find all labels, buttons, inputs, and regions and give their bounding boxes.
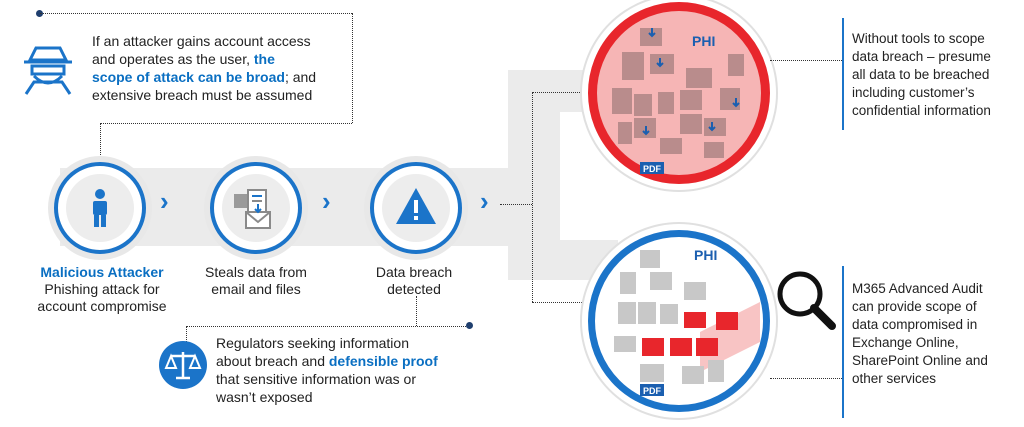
- scales-icon: [159, 341, 207, 389]
- step-detected-line1: Data breach: [375, 264, 453, 280]
- m365-line: Exchange Online,: [852, 335, 959, 350]
- regulators-line3: that sensitive information was or: [216, 371, 416, 387]
- without-tools-bar: [842, 18, 844, 130]
- regulators-line1: Regulators seeking information: [216, 335, 409, 351]
- regulators-vline: [416, 296, 417, 326]
- chevron-right-icon: ›: [322, 186, 331, 216]
- connector-vertical: [532, 92, 533, 302]
- flow-band-lower: [508, 240, 618, 280]
- top-note-bottom-line: [100, 123, 352, 124]
- step-attacker-title: Malicious Attacker: [40, 264, 164, 280]
- pdf-label-top: PDF: [643, 164, 662, 174]
- step-attacker-line2: account compromise: [37, 298, 167, 314]
- m365-line: data compromised in: [852, 317, 978, 332]
- top-note-vline: [352, 13, 353, 123]
- breach-all-contents: PHI PDF: [612, 28, 744, 174]
- step-detected-line2: detected: [387, 281, 441, 297]
- breach-scoped-contents: PHI PDF: [614, 247, 760, 396]
- chevron-right-icon: ›: [480, 186, 489, 216]
- m365-connector: [770, 378, 842, 379]
- step-steal-circle: [210, 162, 302, 254]
- m365-line: other services: [852, 371, 937, 386]
- phi-label-bottom: PHI: [694, 247, 717, 263]
- top-note-line2b: the: [253, 51, 275, 67]
- without-tools-line: all data to be breached: [852, 67, 990, 82]
- step-steal-line2: email and files: [211, 281, 301, 297]
- step-attacker-line1: Phishing attack for: [44, 281, 160, 297]
- m365-line: M365 Advanced Audit: [852, 281, 983, 296]
- connector-bottom: [532, 302, 590, 303]
- step-detected-caption: Data breach detected: [344, 264, 484, 298]
- top-note-text: If an attacker gains account access and …: [92, 32, 352, 104]
- without-tools-line: Without tools to scope: [852, 31, 985, 46]
- regulators-line2a: about breach and: [216, 353, 329, 369]
- step-steal-caption: Steals data from email and files: [186, 264, 326, 298]
- step-steal-line1: Steals data from: [205, 264, 307, 280]
- without-tools-connector: [770, 60, 842, 61]
- top-note-emphasis: scope of attack can be broad: [92, 69, 285, 85]
- without-tools-line: confidential information: [852, 103, 991, 118]
- regulators-line4: wasn’t exposed: [216, 389, 313, 405]
- spy-icon: [24, 46, 72, 95]
- top-note-dot: [36, 10, 43, 17]
- regulators-text: Regulators seeking information about bre…: [216, 334, 506, 406]
- regulators-drop: [186, 326, 187, 346]
- mail-files-icon: [234, 189, 271, 229]
- magnifier-icon: [777, 271, 836, 330]
- chevron-right-icon: ›: [160, 186, 169, 216]
- regulators-hline: [186, 326, 470, 327]
- phi-label-top: PHI: [692, 33, 715, 49]
- regulators-dot: [466, 322, 473, 329]
- connector-main: [500, 204, 532, 205]
- m365-line: SharePoint Online and: [852, 353, 988, 368]
- top-note-line: [40, 13, 352, 14]
- without-tools-line: data breach – presume: [852, 49, 991, 64]
- without-tools-text: Without tools to scope data breach – pre…: [852, 30, 1024, 120]
- regulators-emphasis: defensible proof: [328, 353, 438, 369]
- top-note-line2a: and operates as the user,: [92, 51, 254, 67]
- step-attacker-circle: [54, 162, 146, 254]
- top-note-line3b: ; and: [284, 69, 317, 85]
- person-icon: [93, 189, 107, 227]
- top-note-line1: If an attacker gains account access: [92, 33, 311, 49]
- step-attacker-caption: Malicious Attacker Phishing attack for a…: [20, 264, 184, 315]
- top-note-line4: extensive breach must be assumed: [92, 87, 313, 103]
- without-tools-line: including customer’s: [852, 85, 975, 100]
- connector-top: [532, 92, 586, 93]
- pdf-label-bottom: PDF: [643, 386, 662, 396]
- step-detected-circle: [370, 162, 462, 254]
- m365-text: M365 Advanced Audit can provide scope of…: [852, 280, 1024, 388]
- warning-icon: [396, 188, 436, 224]
- m365-line: can provide scope of: [852, 299, 977, 314]
- top-note-drop-line: [100, 123, 101, 165]
- m365-bar: [842, 266, 844, 418]
